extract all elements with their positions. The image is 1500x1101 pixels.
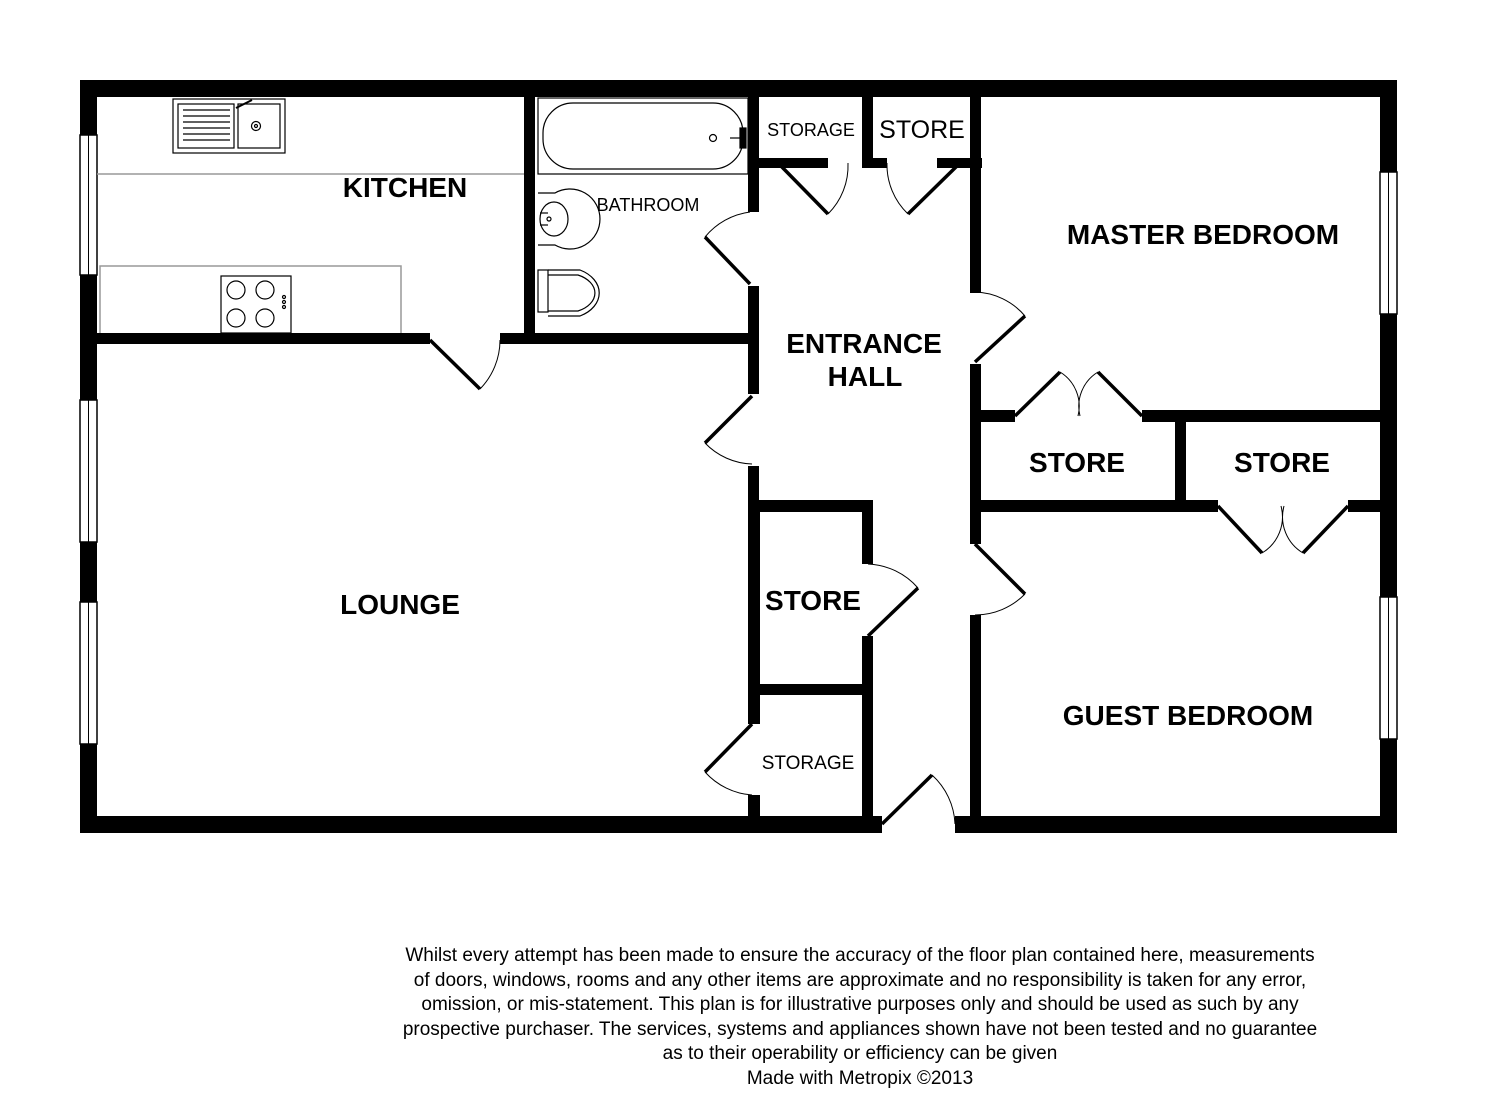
- door-guest-bedroom: [973, 542, 1027, 616]
- bathtub-icon: [537, 97, 749, 175]
- window-guest-bedroom: [1379, 596, 1398, 740]
- entrance-hall-label-line1: ENTRANCE: [786, 328, 942, 359]
- windows: [79, 134, 1398, 745]
- door-store-hall: [866, 563, 920, 638]
- window-lounge-lower: [79, 601, 98, 745]
- disclaimer-line: prospective purchaser. The services, sys…: [402, 1018, 1318, 1040]
- window-master-bedroom: [1379, 171, 1398, 315]
- storage-top-label: STORAGE: [767, 120, 855, 140]
- door-guest-wardrobe: [1216, 504, 1350, 555]
- door-master-bedroom: [973, 291, 1027, 364]
- storage-bottom-label: STORAGE: [762, 753, 855, 774]
- disclaimer: Whilst every attempt has been made to en…: [290, 944, 1430, 1091]
- washbasin-icon: [538, 188, 601, 250]
- store-hall-label: STORE: [765, 585, 861, 616]
- store-right-label: STORE: [1234, 447, 1330, 478]
- store-left-label: STORE: [1029, 447, 1125, 478]
- hob-icon: [220, 275, 292, 334]
- store-top-label: STORE: [879, 116, 965, 144]
- bathroom-label: BATHROOM: [597, 195, 700, 215]
- lounge-label: LOUNGE: [340, 589, 460, 620]
- kitchen-counter-bottom: [99, 265, 402, 333]
- toilet-icon: [537, 269, 600, 317]
- door-lounge: [703, 394, 754, 465]
- door-storage-bottom: [703, 722, 754, 796]
- entrance-hall-label-line2: HALL: [828, 361, 903, 392]
- disclaimer-line: omission, or mis-statement. This plan is…: [421, 994, 1299, 1015]
- window-lounge-upper: [79, 399, 98, 543]
- door-kitchen: [428, 338, 501, 391]
- door-store-top: [886, 162, 960, 216]
- disclaimer-line: Whilst every attempt has been made to en…: [405, 945, 1315, 966]
- window-kitchen: [79, 134, 98, 276]
- sink-icon: [172, 98, 286, 154]
- kitchen-label: KITCHEN: [343, 172, 467, 203]
- doors: [428, 162, 1350, 826]
- door-bathroom: [703, 211, 752, 286]
- kitchen-fixtures: [97, 98, 524, 334]
- disclaimer-line: of doors, windows, rooms and any other i…: [413, 969, 1307, 991]
- bathroom-fixtures: [537, 97, 749, 317]
- credit: Made with Metropix ©2013: [746, 1067, 974, 1089]
- door-entrance: [880, 773, 956, 826]
- room-labels: KITCHEN BATHROOM STORAGE STORE MASTER BE…: [340, 116, 1339, 774]
- interior-walls: [97, 97, 1383, 816]
- master-bedroom-label: MASTER BEDROOM: [1067, 219, 1339, 250]
- door-storage-top: [778, 162, 849, 216]
- guest-bedroom-label: GUEST BEDROOM: [1063, 700, 1313, 731]
- door-master-wardrobe: [1013, 370, 1144, 418]
- disclaimer-line: as to their operability or efficiency ca…: [662, 1043, 1058, 1064]
